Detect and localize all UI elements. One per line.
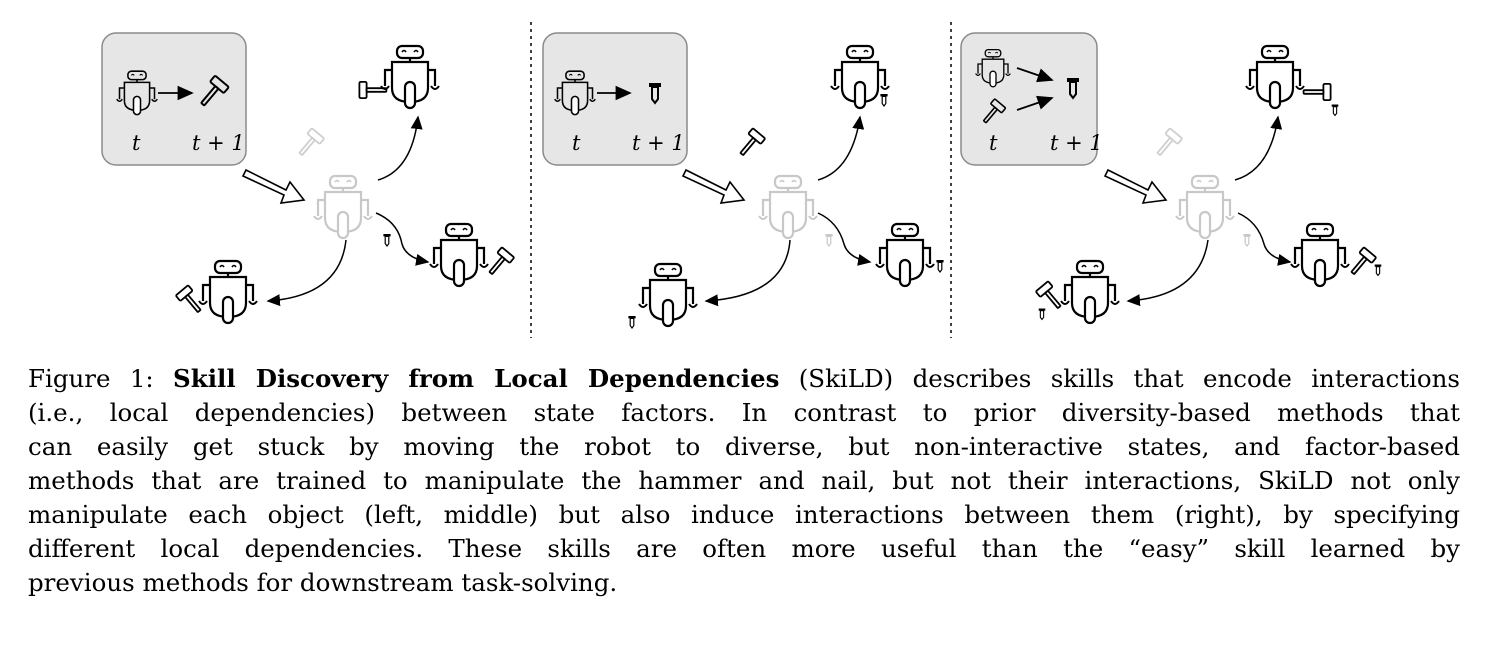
time-label-t1: t + 1 [192, 131, 245, 155]
caption-line-1: Figure 1: Skill Discovery from Local Dep… [28, 362, 1460, 396]
caption-text: (SkiLD) describes skills that encode int… [779, 364, 1460, 393]
panel-middle: t t + 1 [542, 32, 945, 329]
figure-caption: Figure 1: Skill Discovery from Local Dep… [28, 362, 1460, 600]
figure-1: t t + 1 t t + 1 [101, 22, 1382, 338]
time-label-t: t [572, 131, 581, 155]
panel-right: t t + 1 [960, 32, 1382, 325]
time-label-t1: t + 1 [1050, 131, 1103, 155]
caption-prefix: Figure 1: [28, 364, 174, 393]
caption-line-4: methods that are trained to manipulate t… [28, 466, 1460, 495]
caption-line-6: different local dependencies. These skil… [28, 534, 1460, 563]
time-label-t: t [989, 131, 998, 155]
time-label-t1: t + 1 [632, 131, 685, 155]
caption-line-3: can easily get stuck by moving the robot… [28, 432, 1460, 461]
caption-line-7: previous methods for downstream task-sol… [28, 568, 618, 597]
caption-title: Skill Discovery from Local Dependencies [173, 364, 780, 393]
caption-line-2: (i.e., local dependencies) between state… [28, 398, 1460, 427]
caption-line-5: manipulate each object (left, middle) bu… [28, 500, 1460, 529]
time-label-t: t [132, 131, 141, 155]
panel-left: t t + 1 [101, 32, 516, 325]
